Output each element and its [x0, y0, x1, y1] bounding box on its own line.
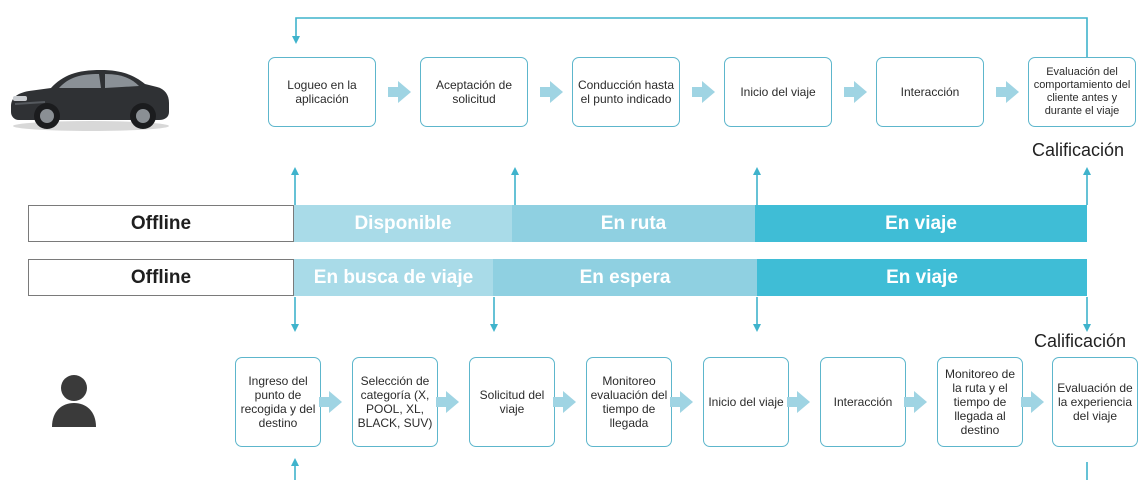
rider-state-offline: Offline — [28, 259, 294, 296]
rider-step-select-category: Selección de categoría (X, POOL, XL, BLA… — [352, 357, 438, 447]
driver-chevron-3 — [692, 81, 715, 103]
rider-chevron-4 — [670, 391, 693, 413]
driver-state-available: Disponible — [294, 205, 512, 242]
rider-step-enter-locations: Ingreso del punto de recogida y del dest… — [235, 357, 321, 447]
driver-chevron-4 — [844, 81, 867, 103]
rider-chevron-3 — [553, 391, 576, 413]
driver-rating-label: Calificación — [1032, 140, 1125, 160]
rider-chevron-6 — [904, 391, 927, 413]
rider-chevron-2 — [436, 391, 459, 413]
rider-step-trip-start: Inicio del viaje — [703, 357, 789, 447]
rider-chevron-1 — [319, 391, 342, 413]
driver-state-en-route: En ruta — [512, 205, 755, 242]
driver-state-offline: Offline — [28, 205, 294, 242]
car-icon — [11, 70, 169, 131]
driver-state-on-trip: En viaje — [755, 205, 1087, 242]
driver-step-evaluate-client: Evaluación del comportamiento del client… — [1028, 57, 1136, 127]
driver-step-drive-to-pickup: Conducción hasta el punto indicado — [572, 57, 680, 127]
rider-state-on-trip: En viaje — [757, 259, 1087, 296]
rider-step-request-trip: Solicitud del viaje — [469, 357, 555, 447]
rider-state-searching: En busca de viaje — [294, 259, 493, 296]
rider-step-evaluate-experience: Evaluación de la experiencia del viaje — [1052, 357, 1138, 447]
driver-chevron-2 — [540, 81, 563, 103]
person-icon — [52, 375, 96, 427]
rider-chevron-7 — [1021, 391, 1044, 413]
driver-step-trip-start: Inicio del viaje — [724, 57, 832, 127]
driver-step-interaction: Interacción — [876, 57, 984, 127]
rider-state-waiting: En espera — [493, 259, 757, 296]
driver-step-accept-request: Aceptación de solicitud — [420, 57, 528, 127]
driver-step-login: Logueo en la aplicación — [268, 57, 376, 127]
top-loop-line — [292, 17, 1088, 57]
driver-chevron-5 — [996, 81, 1019, 103]
rider-step-monitor-route: Monitoreo de la ruta y el tiempo de lleg… — [937, 357, 1023, 447]
driver-chevron-1 — [388, 81, 411, 103]
rider-rating-label: Calificación — [1034, 331, 1127, 351]
rider-step-interaction: Interacción — [820, 357, 906, 447]
rider-chevron-5 — [787, 391, 810, 413]
rider-step-monitor-arrival: Monitoreo evaluación del tiempo de llega… — [586, 357, 672, 447]
